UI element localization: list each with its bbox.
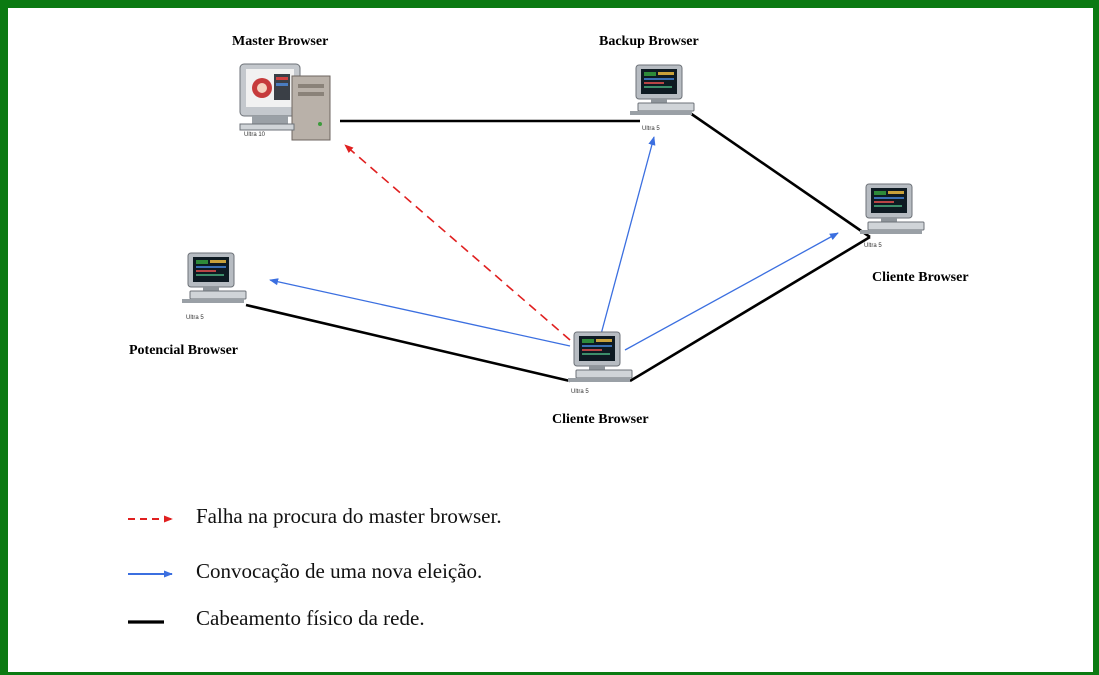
- potential-device-label: Ultra 5: [186, 315, 204, 321]
- legend-symbols: [128, 515, 173, 624]
- election-arrow-clientright: [624, 232, 839, 351]
- cable-potential-center: [245, 303, 571, 383]
- master-computer-icon: [239, 63, 331, 141]
- election-arrows: [269, 136, 839, 351]
- client-center-label: Cliente Browser: [552, 412, 649, 427]
- client-right-computer-icon: [859, 183, 925, 235]
- failed-lookup-arrow: [344, 144, 571, 341]
- election-arrow-backup: [599, 136, 656, 339]
- legend-failed-text: Falha na procura do master browser.: [196, 504, 502, 528]
- client-right-device-label: Ultra 5: [864, 243, 882, 249]
- client-right-label: Cliente Browser: [872, 270, 969, 285]
- legend-election-text: Convocação de uma nova eleição.: [196, 559, 483, 583]
- potential-browser-label: Potencial Browser: [129, 343, 238, 358]
- cable-backup-clientright: [689, 111, 871, 239]
- legend-cabling-text: Cabeamento físico da rede.: [196, 606, 425, 630]
- potential-computer-icon: [181, 252, 247, 304]
- cabling-lines: [245, 111, 871, 383]
- master-device-label: Ultra 10: [244, 132, 266, 138]
- backup-computer-icon: [629, 64, 695, 116]
- client-center-computer-icon: [567, 331, 633, 383]
- backup-device-label: Ultra 5: [642, 126, 660, 132]
- cable-clientright-center: [629, 235, 871, 383]
- master-browser-label: Master Browser: [232, 34, 329, 49]
- backup-browser-label: Backup Browser: [599, 34, 699, 49]
- election-arrow-potential: [269, 278, 571, 347]
- client-center-device-label: Ultra 5: [571, 389, 589, 395]
